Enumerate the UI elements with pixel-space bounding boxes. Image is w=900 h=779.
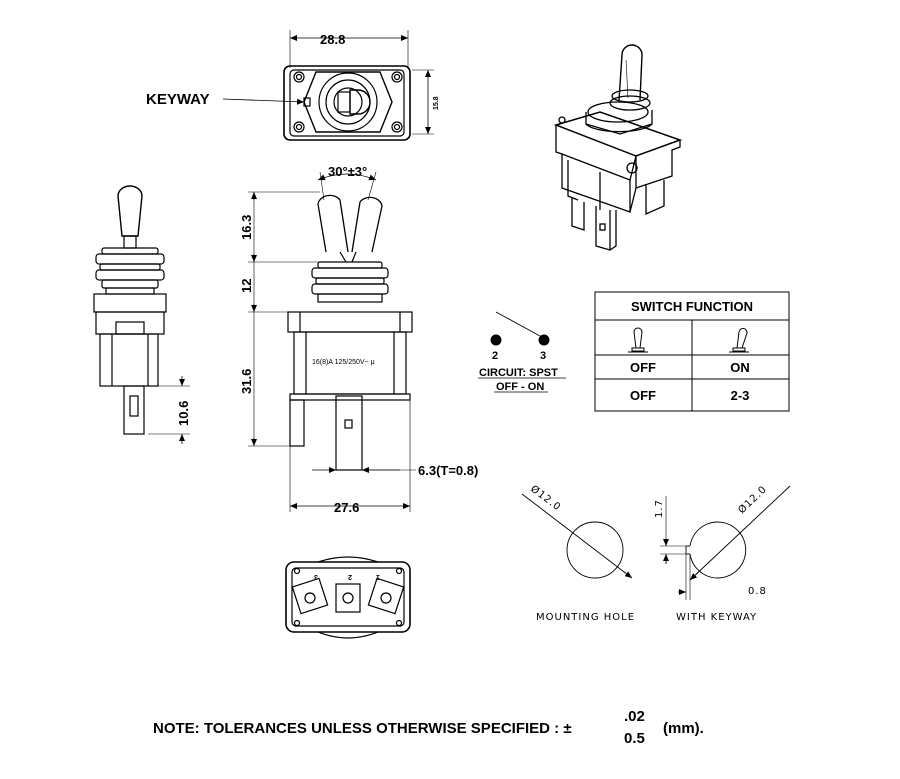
tolerance-top: .02 [624, 708, 645, 725]
circuit-terminal-3: 3 [540, 350, 546, 362]
circuit-terminal-2: 2 [492, 350, 498, 362]
top-width-dim: 28.8 [320, 32, 345, 47]
hole-label: MOUNTING HOLE [536, 612, 635, 623]
keyway-hole [660, 485, 791, 600]
keyway-diameter: Ø12.0 [736, 483, 770, 516]
table-cell: OFF [630, 388, 656, 403]
hole-diameter: Ø12.0 [528, 483, 563, 514]
keyway-label: KEYWAY [146, 91, 210, 108]
table-cell: 2-3 [731, 388, 750, 403]
keyway-width: 0.8 [748, 586, 767, 597]
table-cell: ON [730, 360, 750, 375]
angle-dim: 30°±3° [328, 164, 367, 179]
body-width-dim: 27.6 [334, 500, 359, 515]
table-cell: OFF [630, 360, 656, 375]
tolerance-unit: (mm). [663, 720, 704, 737]
bottom-view [285, 556, 411, 639]
tolerance-bottom: 0.5 [624, 730, 645, 747]
end-terminal-dim: 10.6 [176, 401, 191, 426]
lever-on-icon [729, 328, 749, 353]
keyway-depth: 1.7 [654, 499, 665, 518]
lever-height-dim: 16.3 [239, 215, 254, 240]
side-view [248, 171, 416, 512]
circuit-label: CIRCUIT: SPST [479, 367, 558, 379]
rating-label: 16(8)A 125/250V~ μ [312, 359, 375, 366]
terminal-number-3: 3 [314, 573, 318, 580]
top-height-dim: 15.8 [433, 96, 440, 110]
end-view [93, 185, 190, 444]
terminal-number-2: 2 [348, 573, 352, 580]
body-height-dim: 31.6 [239, 369, 254, 394]
perspective-view [553, 44, 683, 251]
tolerance-note: NOTE: TOLERANCES UNLESS OTHERWISE SPECIF… [153, 720, 572, 737]
lever-off-icon [628, 327, 648, 353]
terminal-width-dim: 6.3(T=0.8) [418, 463, 478, 478]
terminal-number-1: 1 [376, 573, 380, 580]
function-label: OFF - ON [496, 381, 544, 393]
keyway-hole-label: WITH KEYWAY [676, 612, 757, 623]
table-title: SWITCH FUNCTION [631, 299, 753, 314]
circuit-diagram [478, 311, 566, 393]
mounting-hole [521, 493, 633, 579]
switch-function-table [594, 291, 790, 412]
top-view [222, 30, 434, 141]
bushing-height-dim: 12 [239, 279, 254, 293]
